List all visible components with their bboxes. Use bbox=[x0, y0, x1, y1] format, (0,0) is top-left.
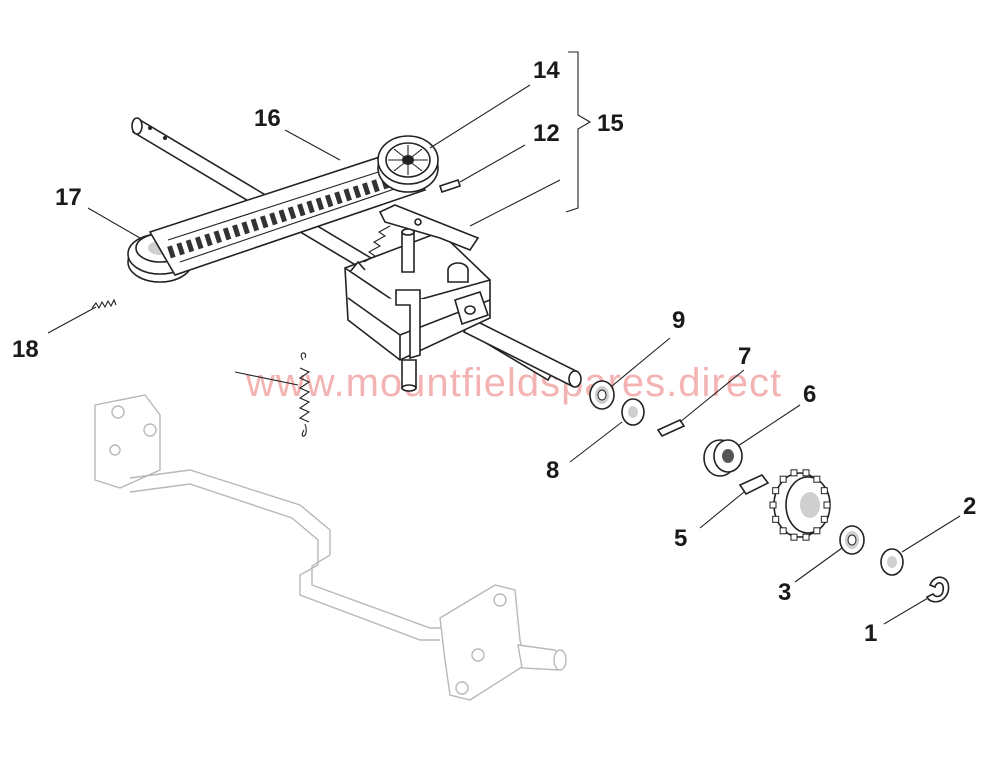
belt-tooth bbox=[324, 194, 334, 208]
callout-1: 1 bbox=[864, 620, 877, 647]
spring-17 bbox=[91, 298, 117, 310]
belt-tooth bbox=[204, 233, 213, 247]
belt-tooth bbox=[176, 242, 185, 256]
gear-tooth bbox=[802, 533, 810, 541]
belt-tooth bbox=[232, 224, 241, 238]
gear-tooth bbox=[820, 487, 828, 495]
pinion-6 bbox=[703, 439, 743, 477]
belt-tooth bbox=[222, 227, 232, 241]
washer-2 bbox=[880, 548, 904, 576]
belt-tooth bbox=[297, 203, 306, 217]
spring-18 bbox=[298, 352, 311, 437]
belt-tooth bbox=[362, 182, 371, 196]
washer-3 bbox=[839, 525, 865, 555]
belt-tooth bbox=[287, 206, 297, 220]
gearbox bbox=[344, 204, 491, 392]
callout-13: 14 bbox=[533, 57, 560, 84]
belt-tooth bbox=[352, 185, 362, 199]
gear-tooth bbox=[813, 475, 821, 483]
pin-12 bbox=[438, 178, 462, 194]
gear-teeth bbox=[769, 469, 831, 541]
gear-tooth bbox=[823, 501, 831, 509]
callout-14: 15 bbox=[597, 110, 624, 137]
gear-tooth bbox=[802, 469, 810, 477]
gear-tooth bbox=[769, 501, 777, 509]
chassis-frame bbox=[94, 394, 567, 701]
belt-tooth bbox=[185, 239, 195, 253]
gear-tooth bbox=[772, 515, 780, 523]
belt-tooth bbox=[259, 215, 269, 229]
belt-tooth bbox=[278, 209, 287, 223]
belt-tooth bbox=[306, 200, 315, 214]
washer-9 bbox=[589, 380, 615, 410]
key-5 bbox=[738, 474, 770, 496]
belt-tooth bbox=[241, 221, 250, 235]
leader-lines bbox=[47, 51, 961, 625]
callout-17: 18 bbox=[12, 336, 39, 363]
belt-tooth bbox=[371, 179, 380, 193]
circlip-1 bbox=[925, 576, 950, 603]
callout-8: 8 bbox=[546, 457, 559, 484]
belt-tooth bbox=[194, 236, 204, 250]
watermark-text: www.mountfieldspares.direct bbox=[245, 361, 782, 405]
callout-5: 5 bbox=[674, 525, 687, 552]
gear-tooth bbox=[779, 475, 787, 483]
gear-tooth bbox=[790, 533, 798, 541]
belt-tooth bbox=[334, 191, 343, 205]
gear-tooth bbox=[772, 487, 780, 495]
gear-tooth bbox=[813, 527, 821, 535]
belt-tooth bbox=[343, 188, 352, 202]
callout-16: 17 bbox=[55, 184, 82, 211]
belt-tooth bbox=[269, 212, 278, 226]
belt-tooth bbox=[250, 218, 260, 232]
callout-9: 9 bbox=[672, 307, 685, 334]
callout-7: 7 bbox=[738, 343, 751, 370]
belt-teeth bbox=[167, 170, 408, 259]
gear-tooth bbox=[779, 527, 787, 535]
callouts: 14 12 15 16 17 18 9 7 6 8 5 3 2 1 bbox=[12, 57, 976, 647]
belt-tooth bbox=[213, 230, 223, 244]
callout-2: 2 bbox=[963, 493, 976, 520]
callout-15: 16 bbox=[254, 105, 281, 132]
belt-tooth bbox=[167, 245, 176, 259]
callout-3: 3 bbox=[778, 579, 791, 606]
gear-tooth bbox=[820, 515, 828, 523]
belt-tooth bbox=[315, 197, 325, 211]
callout-6: 6 bbox=[803, 381, 816, 408]
belt-and-pulleys bbox=[127, 135, 439, 283]
washer-8 bbox=[621, 398, 645, 426]
gear-wheel bbox=[769, 469, 831, 541]
callout-12: 12 bbox=[533, 120, 560, 147]
gear-tooth bbox=[790, 469, 798, 477]
pin-7 bbox=[656, 418, 686, 438]
